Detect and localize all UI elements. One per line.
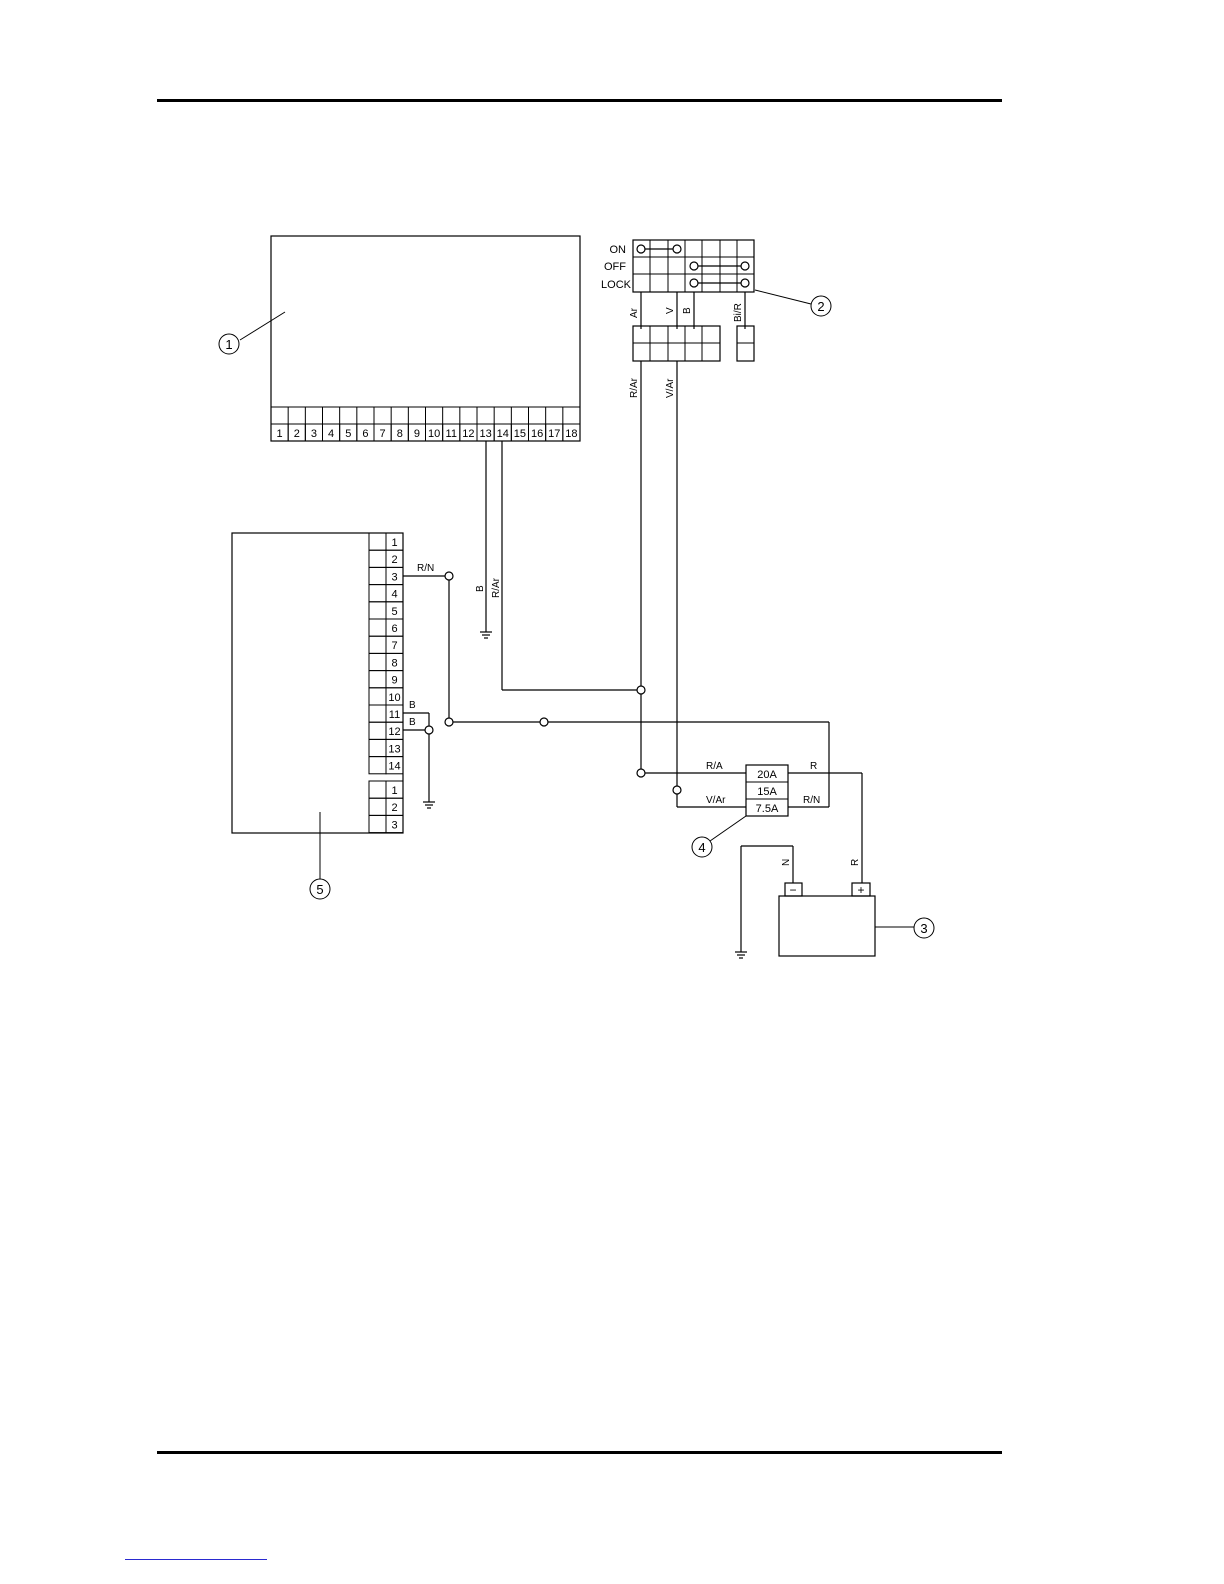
component-5-pin-label: 3	[391, 819, 397, 831]
wire-label-r-n-fuse: R/N	[803, 795, 820, 806]
wire-label-bir: Bi/R	[733, 303, 744, 322]
component-1-pin-label: 1	[277, 428, 283, 440]
svg-text:2: 2	[817, 299, 824, 314]
component-5-pin-label: 2	[391, 802, 397, 814]
callout-1: 1	[219, 312, 285, 354]
component-1-pin-label: 13	[479, 428, 491, 440]
wire-label-b-13: B	[475, 585, 486, 592]
wire-label-r-battery: R	[850, 859, 861, 866]
ground-symbol-1	[480, 632, 492, 638]
component-1-pin-label: 10	[428, 428, 440, 440]
component-1-pin-label: 7	[380, 428, 386, 440]
component-5-pin-label: 10	[388, 692, 400, 704]
component-5-pin-label: 8	[391, 657, 397, 669]
component-5-pin-label: 4	[391, 589, 397, 601]
component-1-pin-label: 11	[446, 428, 457, 440]
component-1-pin-label: 18	[565, 428, 577, 440]
component-5-pin-label: 7	[391, 640, 397, 652]
switch-pos-off: OFF	[604, 261, 626, 273]
component-1-pin-label: 8	[397, 428, 403, 440]
component-1-pin-label: 2	[294, 428, 300, 440]
callout-4: 4	[692, 816, 746, 857]
component-5-pin-label: 6	[391, 623, 397, 635]
component-5-pin-label: 2	[391, 554, 397, 566]
wire-label-r-ar-14: R/Ar	[491, 577, 502, 598]
wire-label-ar: Ar	[629, 307, 640, 318]
switch-feed-wires: R/Ar V/Ar	[629, 361, 677, 790]
battery-negative: −	[789, 883, 796, 897]
callout-5: 5	[310, 812, 330, 899]
component-1-pin-label: 4	[328, 428, 334, 440]
component-1-pin-label: 3	[311, 428, 317, 440]
svg-text:3: 3	[920, 921, 927, 936]
component-1-pin-label: 6	[362, 428, 368, 440]
wire-label-v: V	[665, 307, 676, 314]
component-1-pin-label: 12	[462, 428, 474, 440]
wire-label-n-battery: N	[781, 859, 792, 866]
svg-text:5: 5	[316, 882, 323, 897]
wire-label-r-ar: R/Ar	[629, 377, 640, 398]
fuse-15a: 15A	[757, 786, 777, 798]
component-1-pin-label: 14	[497, 428, 509, 440]
fuse-7-5a: 7.5A	[756, 803, 779, 815]
wire-label-b-12: B	[409, 717, 416, 728]
wire-label-r: R	[810, 761, 817, 772]
wire-label-v-ar: V/Ar	[665, 378, 676, 398]
component-1-pin-label: 9	[414, 428, 420, 440]
ground-symbol-2	[423, 802, 435, 808]
fuse-box: 20A 15A 7.5A R/A V/Ar R R/N	[637, 761, 862, 816]
wire-label-v-ar-fuse: V/Ar	[706, 795, 726, 806]
component-5-body	[232, 533, 403, 833]
callout-3: 3	[875, 918, 934, 938]
component-5-pin-label: 11	[389, 709, 400, 721]
wire-label-b: B	[682, 307, 693, 314]
component-5-pin-label: 5	[391, 606, 397, 618]
component-1-pin-label: 16	[531, 428, 543, 440]
component-5-pin-label: 13	[388, 743, 400, 755]
wire-label-r-a: R/A	[706, 761, 723, 772]
fuse-20a: 20A	[757, 769, 777, 781]
component-5-pin-label: 12	[388, 726, 400, 738]
component-1-wires: B R/Ar	[475, 441, 645, 694]
component-5-pin-label: 1	[391, 785, 397, 797]
wire-label-b-11: B	[409, 700, 416, 711]
svg-text:4: 4	[698, 840, 705, 855]
component-1-pin-label: 5	[345, 428, 351, 440]
callout-2: 2	[755, 290, 831, 316]
component-1-pin-label: 17	[548, 428, 560, 440]
component-1-pin-label: 15	[514, 428, 526, 440]
ignition-switch: ON OFF LOCK Ar V B Bi/R	[601, 240, 754, 361]
component-5-pin-label: 3	[391, 571, 397, 583]
component-5-pin-label: 9	[391, 675, 397, 687]
ground-symbol-3	[735, 952, 747, 958]
callout-1-label: 1	[225, 337, 232, 352]
battery-positive: +	[857, 883, 864, 897]
wire-label-r-n-3: R/N	[417, 563, 434, 574]
switch-pos-on: ON	[610, 244, 627, 256]
switch-pos-lock: LOCK	[601, 279, 632, 291]
component-5-pin-label: 1	[391, 537, 397, 549]
component-5-pin-label: 14	[388, 761, 400, 773]
